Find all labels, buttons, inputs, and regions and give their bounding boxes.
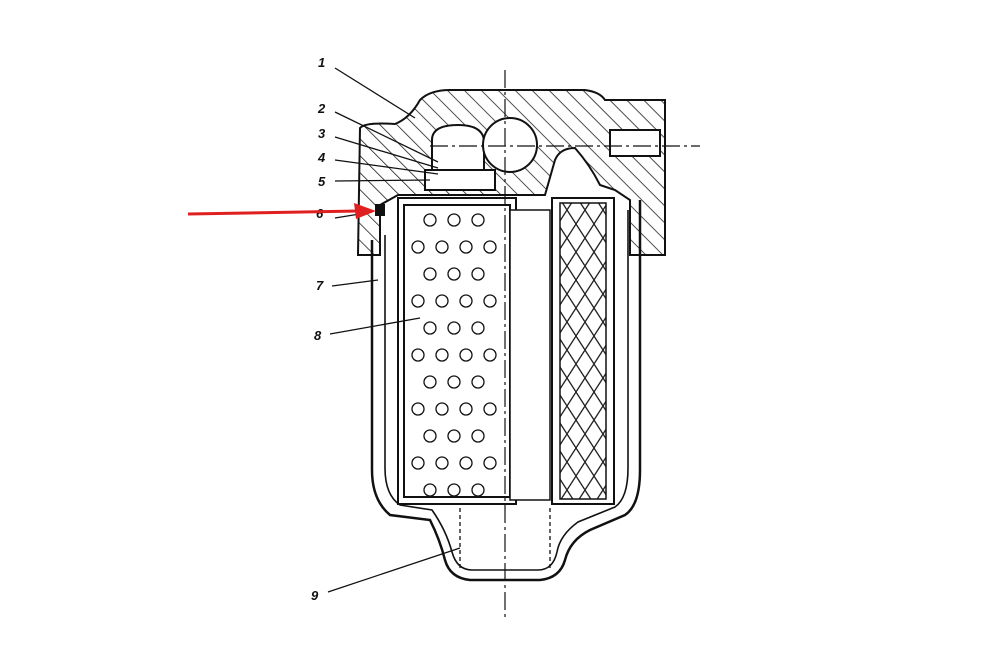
red-arrow-icon (187, 203, 376, 219)
perforation-hole (423, 375, 437, 389)
perforation-hole (483, 402, 497, 416)
perforation-hole (447, 321, 461, 335)
perforation-hole (471, 321, 485, 335)
label-9: 9 (311, 588, 319, 603)
perforation-hole (423, 429, 437, 443)
perforation-hole (459, 240, 473, 254)
perforation-hole (447, 429, 461, 443)
seal-ring-6 (375, 204, 385, 216)
perforation-hole (423, 213, 437, 227)
perforation-hole (435, 240, 449, 254)
perforation-hole (471, 483, 485, 497)
perforation-hole (435, 402, 449, 416)
label-1: 1 (318, 55, 325, 70)
perforation-hole (447, 483, 461, 497)
perforation-hole (459, 348, 473, 362)
callout-labels: 1 2 3 4 5 6 7 8 9 (311, 55, 326, 603)
label-2: 2 (317, 101, 326, 116)
label-8: 8 (314, 328, 322, 343)
perforation-hole (423, 321, 437, 335)
perforation-hole (483, 348, 497, 362)
perforation-hole (411, 348, 425, 362)
perforation-hole (447, 213, 461, 227)
central-tube (509, 209, 551, 501)
label-3: 3 (318, 126, 326, 141)
perforation-hole (483, 294, 497, 308)
perforation-hole (459, 294, 473, 308)
label-5: 5 (318, 174, 326, 189)
label-7: 7 (316, 278, 324, 293)
perforation-hole (411, 456, 425, 470)
perforation-hole (411, 402, 425, 416)
perforation-hole (423, 267, 437, 281)
perforation-hole (435, 294, 449, 308)
perforation-hole (435, 456, 449, 470)
perforation-hole (459, 402, 473, 416)
label-4: 4 (317, 150, 326, 165)
perforation-hole (471, 213, 485, 227)
perforation-hole (447, 375, 461, 389)
perforation-hole (411, 294, 425, 308)
perforation-hole (423, 483, 437, 497)
perforation-hole (471, 375, 485, 389)
perforation-hole (459, 456, 473, 470)
perforation-hole (483, 240, 497, 254)
label-6: 6 (316, 206, 324, 221)
perforation-hole (483, 456, 497, 470)
perforation-hole (471, 429, 485, 443)
perforation-hole (471, 267, 485, 281)
perforation-hole (435, 348, 449, 362)
perforation-hole (447, 267, 461, 281)
perforation-hole (411, 240, 425, 254)
